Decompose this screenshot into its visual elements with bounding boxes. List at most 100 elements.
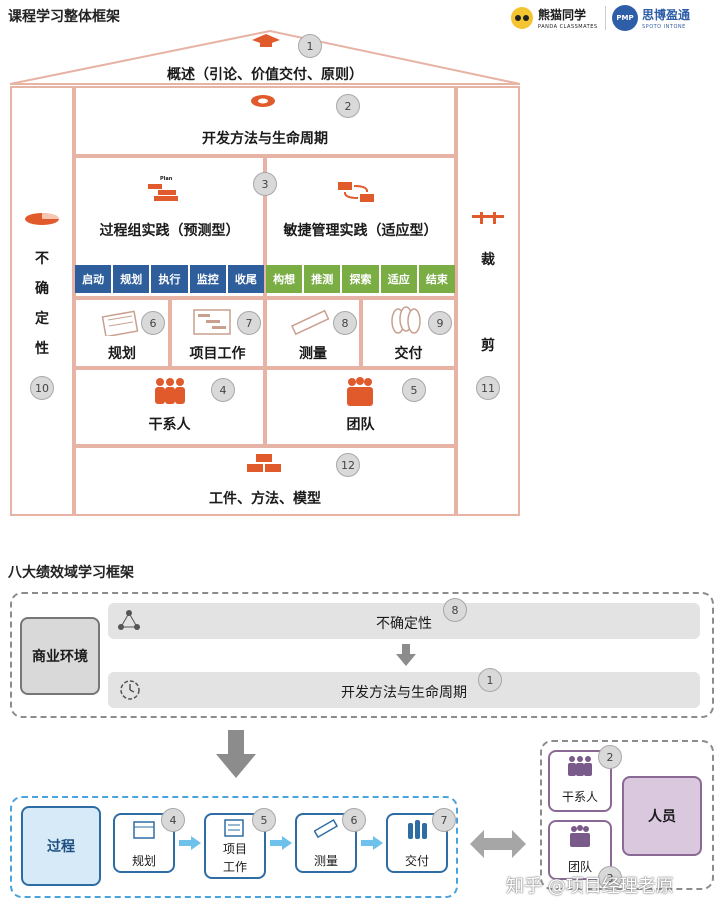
spoto-badge-icon: PMP: [612, 5, 638, 31]
people-team-badge: 3: [598, 866, 622, 890]
left-char-2: 确: [35, 281, 49, 297]
base-label: 工件、方法、模型: [209, 491, 321, 507]
left-pillar: [10, 86, 74, 516]
badge-11: 11: [476, 376, 500, 400]
dev-approach-bar-label: 开发方法与生命周期: [341, 685, 467, 701]
measurement-label: 测量: [299, 346, 327, 362]
team-group-icon: [570, 825, 590, 847]
top-section-title: 课程学习整体框架: [8, 9, 120, 25]
uncertainty-bar: [108, 603, 700, 639]
clock-icon: [120, 680, 140, 700]
badge-10: 10: [30, 376, 54, 400]
roof-label: 概述（引论、价值交付、原则）: [167, 67, 363, 83]
spoto-logo: PMP 思博盈通 SPOTO INTONE: [612, 4, 716, 34]
hands-small-icon: [408, 820, 427, 839]
pie-chart-icon: [25, 213, 59, 225]
calendar-small-icon: [133, 821, 155, 839]
badge-4: 4: [211, 378, 235, 402]
business-env-label: 商业环境: [32, 649, 88, 665]
badge-7: 7: [237, 311, 261, 335]
phase-plan: 规划: [113, 265, 150, 293]
phase-speculate: 推测: [304, 265, 341, 293]
stakeholders-label: 干系人: [148, 417, 191, 433]
agile-cycle-icon: [338, 182, 374, 202]
big-down-arrow-icon: [216, 730, 256, 778]
down-arrow-icon: [396, 644, 416, 666]
watermark: 知乎 @项目经理老原: [506, 876, 674, 897]
phase-close: 收尾: [227, 265, 265, 293]
people-group-icon: [568, 756, 592, 776]
people-team-label: 团队: [567, 860, 592, 874]
agile-phases: 构想 推测 探索 适应 结束: [266, 265, 456, 293]
right-char-2: 剪: [481, 338, 495, 354]
step-planning-badge: 4: [161, 808, 185, 832]
phase-monitor: 监控: [189, 265, 226, 293]
bricks-icon: [247, 454, 281, 472]
left-char-4: 性: [35, 341, 49, 357]
step-measurement-badge: 6: [342, 808, 366, 832]
right-pillar: [456, 86, 520, 516]
delivery-label: 交付: [394, 346, 423, 362]
gantt-icon: [193, 309, 231, 335]
document-icon: [224, 819, 244, 837]
roof-outline: [9, 29, 521, 85]
badge-9: 9: [428, 311, 452, 335]
people-stakeholders-label: 干系人: [561, 790, 598, 804]
panda-icon: [511, 7, 533, 29]
phase-adapt: 适应: [380, 265, 417, 293]
logo-divider: [605, 6, 606, 30]
process-box: 过程: [21, 806, 101, 886]
step-delivery-badge: 7: [432, 808, 456, 832]
cycle-icon: [251, 95, 275, 107]
badge-8: 8: [333, 311, 357, 335]
panda-name: 熊猫同学: [538, 8, 587, 22]
predictive-phases: 启动 规划 执行 监控 收尾: [75, 265, 265, 293]
calendar-icon: [101, 310, 139, 336]
step-measurement-label: 测量: [313, 854, 338, 868]
people-frame: [540, 740, 714, 890]
environment-frame: [10, 592, 714, 718]
left-pillar-text: 不 确 定 性: [10, 248, 74, 368]
hands-icon: [391, 306, 421, 334]
arrow-right-icon-2: [270, 836, 292, 850]
phase-execute: 执行: [151, 265, 188, 293]
arrow-right-icon-3: [361, 836, 383, 850]
plan-chart-icon: Plan: [148, 176, 182, 202]
left-char-3: 定: [35, 311, 49, 327]
step-project-work-label: 项目 工作: [222, 842, 247, 874]
dev-approach-label: 开发方法与生命周期: [202, 131, 328, 147]
people-stakeholders-badge: 2: [598, 745, 622, 769]
agile-label: 敏捷管理实践（适应型）: [283, 223, 438, 239]
badge-12: 12: [336, 453, 360, 477]
step-planning-label: 规划: [131, 854, 156, 868]
phase-envision: 构想: [266, 265, 303, 293]
right-char-1: 裁: [481, 252, 495, 268]
team-icon: [347, 377, 373, 406]
arrow-right-icon-1: [179, 836, 201, 850]
uncertainty-label: 不确定性: [376, 616, 432, 632]
bottom-section-title: 八大绩效域学习框架: [8, 565, 134, 581]
badge-1: 1: [298, 34, 322, 58]
panda-logo: 熊猫同学 PANDA CLASSMATES: [510, 4, 602, 34]
dev-approach-badge: 1: [478, 668, 502, 692]
project-work-label: 项目工作: [189, 346, 246, 362]
ruler-small-icon: [314, 819, 338, 839]
process-frame: [10, 796, 458, 898]
phase-initiate: 启动: [75, 265, 112, 293]
panda-sub: PANDA CLASSMATES: [538, 24, 598, 30]
people-box: 人员: [622, 776, 702, 856]
network-icon: [118, 610, 140, 630]
step-project-work-badge: 5: [252, 808, 276, 832]
predictive-label: 过程组实践（预测型）: [99, 223, 240, 239]
badge-6: 6: [141, 311, 165, 335]
uncertainty-badge: 8: [443, 598, 467, 622]
double-arrow-icon: [470, 830, 526, 858]
spoto-sub: SPOTO INTONE: [642, 24, 686, 30]
planning-label: 规划: [108, 346, 136, 362]
stakeholders-icon: [155, 378, 185, 404]
badge-3: 3: [253, 172, 277, 196]
people-label: 人员: [648, 809, 676, 825]
step-delivery-label: 交付: [404, 854, 429, 868]
ruler-icon: [290, 309, 330, 336]
phase-explore: 探索: [342, 265, 379, 293]
